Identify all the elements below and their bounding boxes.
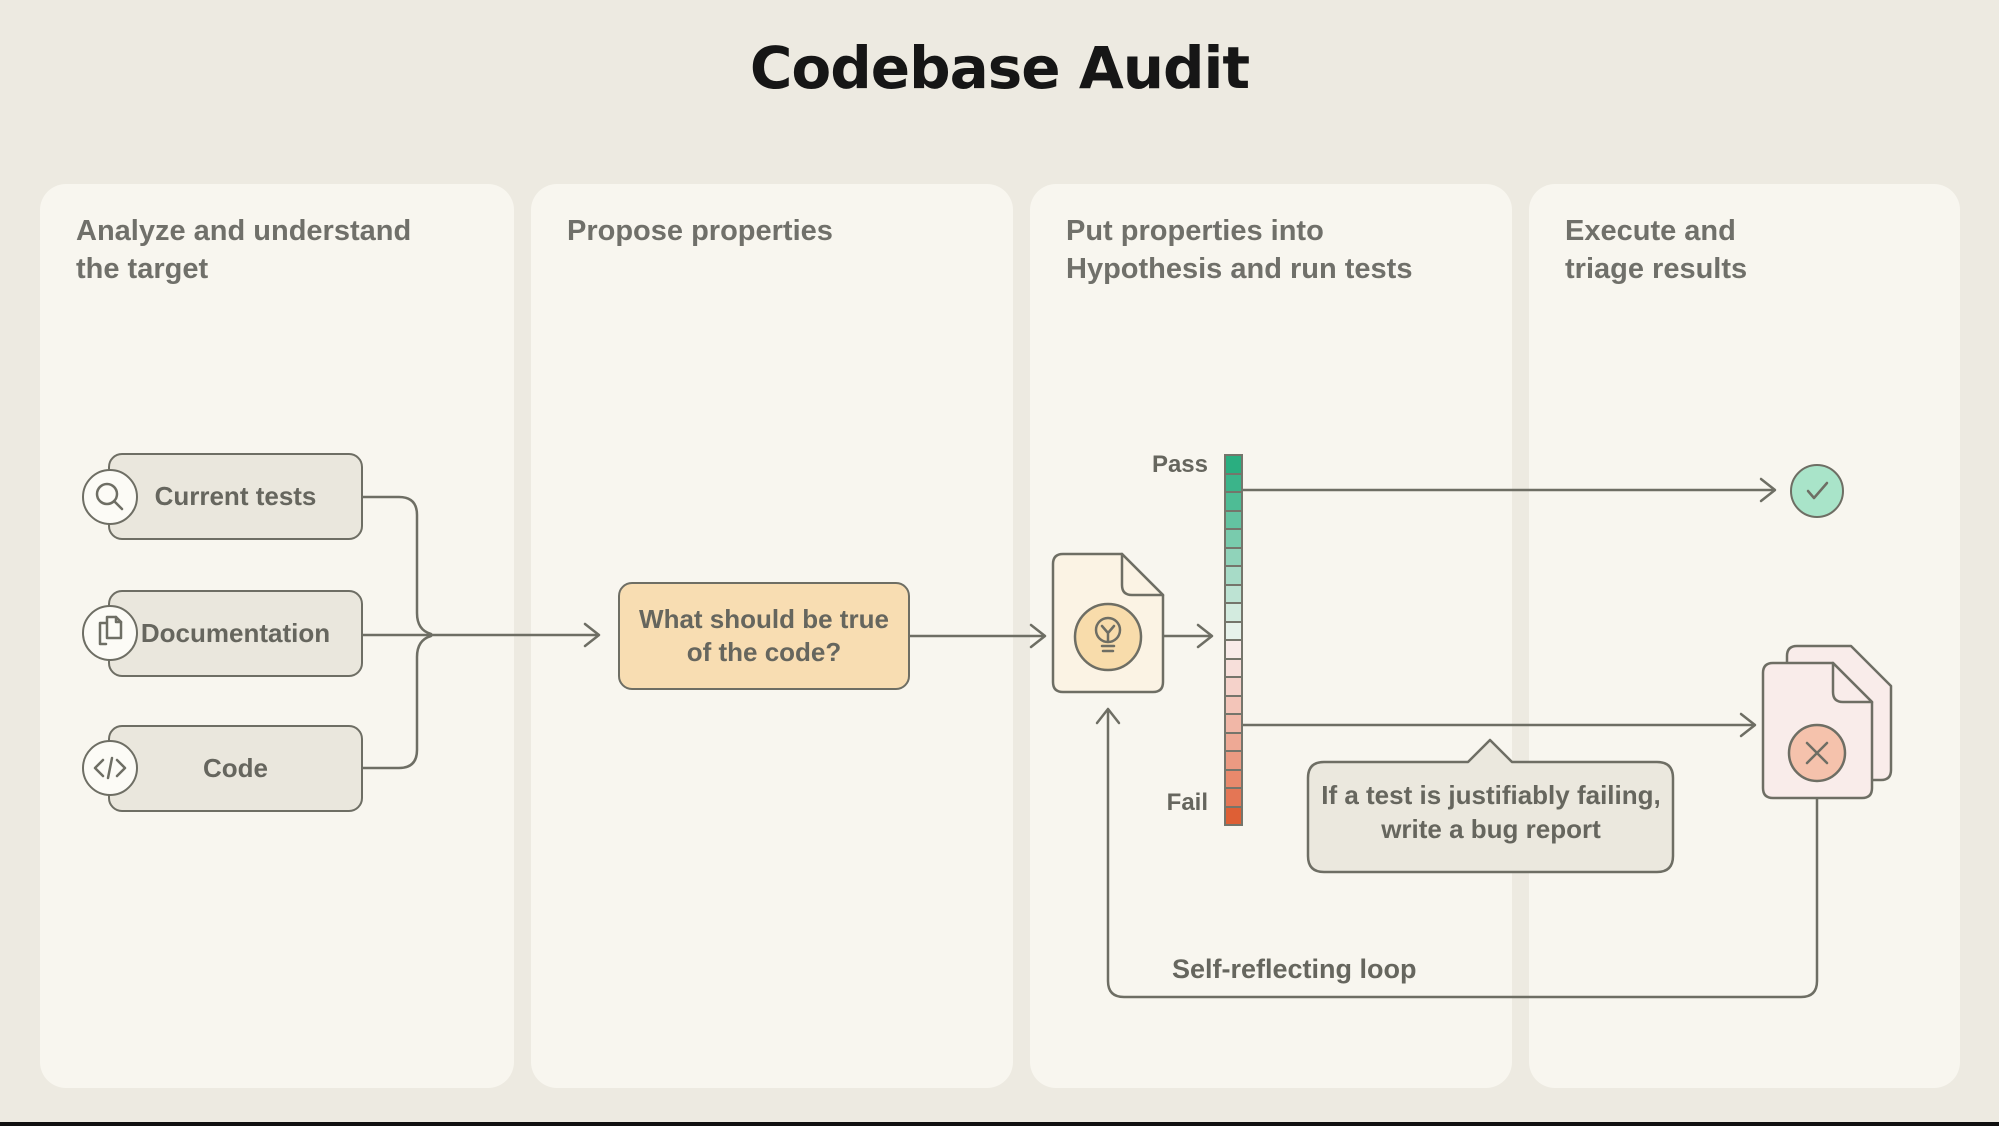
pass-check-icon bbox=[1790, 464, 1844, 518]
test-cell bbox=[1224, 583, 1243, 604]
test-cell bbox=[1224, 491, 1243, 512]
test-cell bbox=[1224, 639, 1243, 660]
fail-label: Fail bbox=[1166, 789, 1208, 816]
test-cell bbox=[1224, 602, 1243, 623]
test-cell bbox=[1224, 787, 1243, 808]
source-current-tests-label: Current tests bbox=[154, 481, 317, 511]
self-reflecting-loop-label: Self-reflecting loop bbox=[1172, 954, 1417, 984]
test-cell bbox=[1224, 546, 1243, 567]
test-cell bbox=[1224, 509, 1243, 530]
test-cell bbox=[1224, 768, 1243, 789]
source-code-label: Code bbox=[203, 753, 268, 783]
column-analyze-heading: Analyze and understand the target bbox=[76, 215, 412, 285]
source-documentation-label: Documentation bbox=[140, 618, 331, 648]
callout-text: If a test is justifiably failing, write … bbox=[1321, 780, 1661, 844]
test-cell bbox=[1224, 472, 1243, 493]
page-title: Codebase Audit bbox=[749, 34, 1250, 102]
magnifier-icon bbox=[82, 469, 138, 525]
source-code: Code bbox=[108, 725, 363, 812]
column-hypothesis-heading: Put properties into Hypothesis and run t… bbox=[1066, 215, 1413, 285]
question-box: What should be true of the code? bbox=[618, 582, 910, 690]
column-hypothesis bbox=[1030, 184, 1512, 1088]
test-cell bbox=[1224, 620, 1243, 641]
window-bottom-edge bbox=[0, 1122, 1999, 1126]
test-cell bbox=[1224, 750, 1243, 771]
source-current-tests: Current tests bbox=[108, 453, 363, 540]
test-cell bbox=[1224, 528, 1243, 549]
test-bar bbox=[1224, 454, 1243, 826]
test-cell bbox=[1224, 805, 1243, 826]
column-execute bbox=[1529, 184, 1960, 1088]
documents-icon bbox=[82, 605, 138, 661]
test-cell bbox=[1224, 676, 1243, 697]
test-cell bbox=[1224, 565, 1243, 586]
test-cell bbox=[1224, 713, 1243, 734]
test-cell bbox=[1224, 731, 1243, 752]
column-execute-heading: Execute and triage results bbox=[1565, 215, 1748, 285]
code-icon bbox=[82, 740, 138, 796]
column-propose-heading: Propose properties bbox=[567, 215, 833, 247]
question-box-text: What should be true of the code? bbox=[639, 604, 889, 667]
test-cell bbox=[1224, 694, 1243, 715]
pass-label: Pass bbox=[1151, 451, 1208, 478]
source-documentation: Documentation bbox=[108, 590, 363, 677]
test-cell bbox=[1224, 454, 1243, 475]
test-cell bbox=[1224, 657, 1243, 678]
